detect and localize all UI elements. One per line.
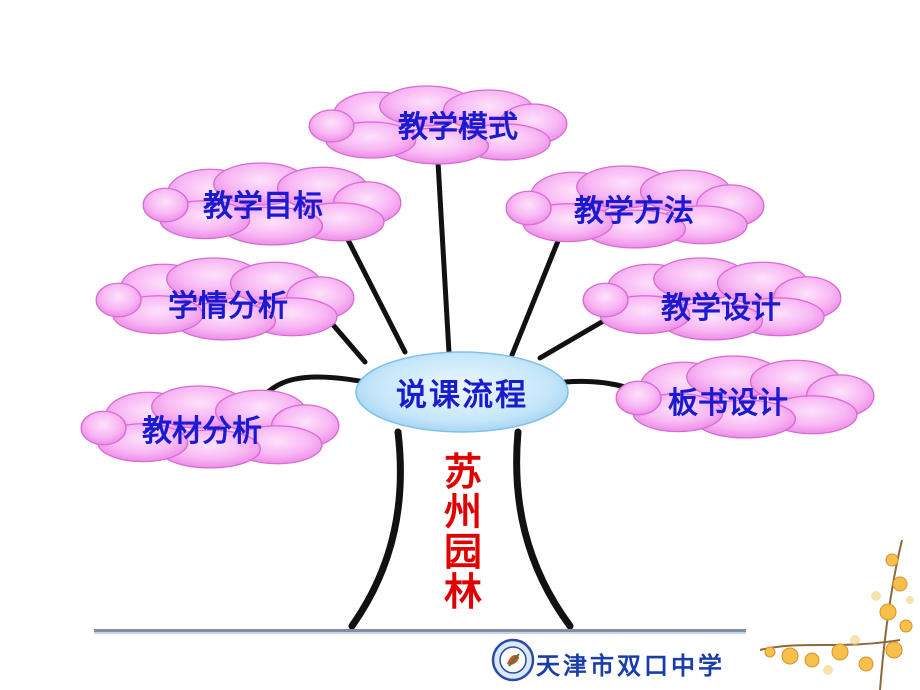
- branch-label-mode: 教学模式: [398, 110, 518, 145]
- branch-label-board: 板书设计: [668, 386, 788, 421]
- school-name: 天津市双口中学: [536, 651, 725, 680]
- flower-branch-decoration: [759, 539, 914, 690]
- branch-label-material: 教材分析: [142, 414, 262, 449]
- branch-label-method: 教学方法: [574, 194, 694, 229]
- branch-label-situation: 学情分析: [168, 289, 288, 324]
- tree-trunk: [348, 428, 574, 630]
- trunk-left: [348, 428, 404, 630]
- footer-rule: [94, 629, 746, 634]
- center-label: 说课流程: [396, 377, 528, 414]
- center-node: [355, 351, 569, 433]
- trunk-title: 苏州园林: [443, 450, 482, 614]
- branch-label-design: 教学设计: [661, 291, 781, 326]
- branch-label-goal: 教学目标: [203, 189, 323, 224]
- branch-line-mode: [435, 159, 453, 373]
- trunk-right: [513, 428, 574, 630]
- school-emblem-icon: [491, 638, 535, 682]
- branch-line-goal: [339, 225, 408, 355]
- branch-line-design: [537, 313, 615, 361]
- branch-line-method: [509, 233, 563, 358]
